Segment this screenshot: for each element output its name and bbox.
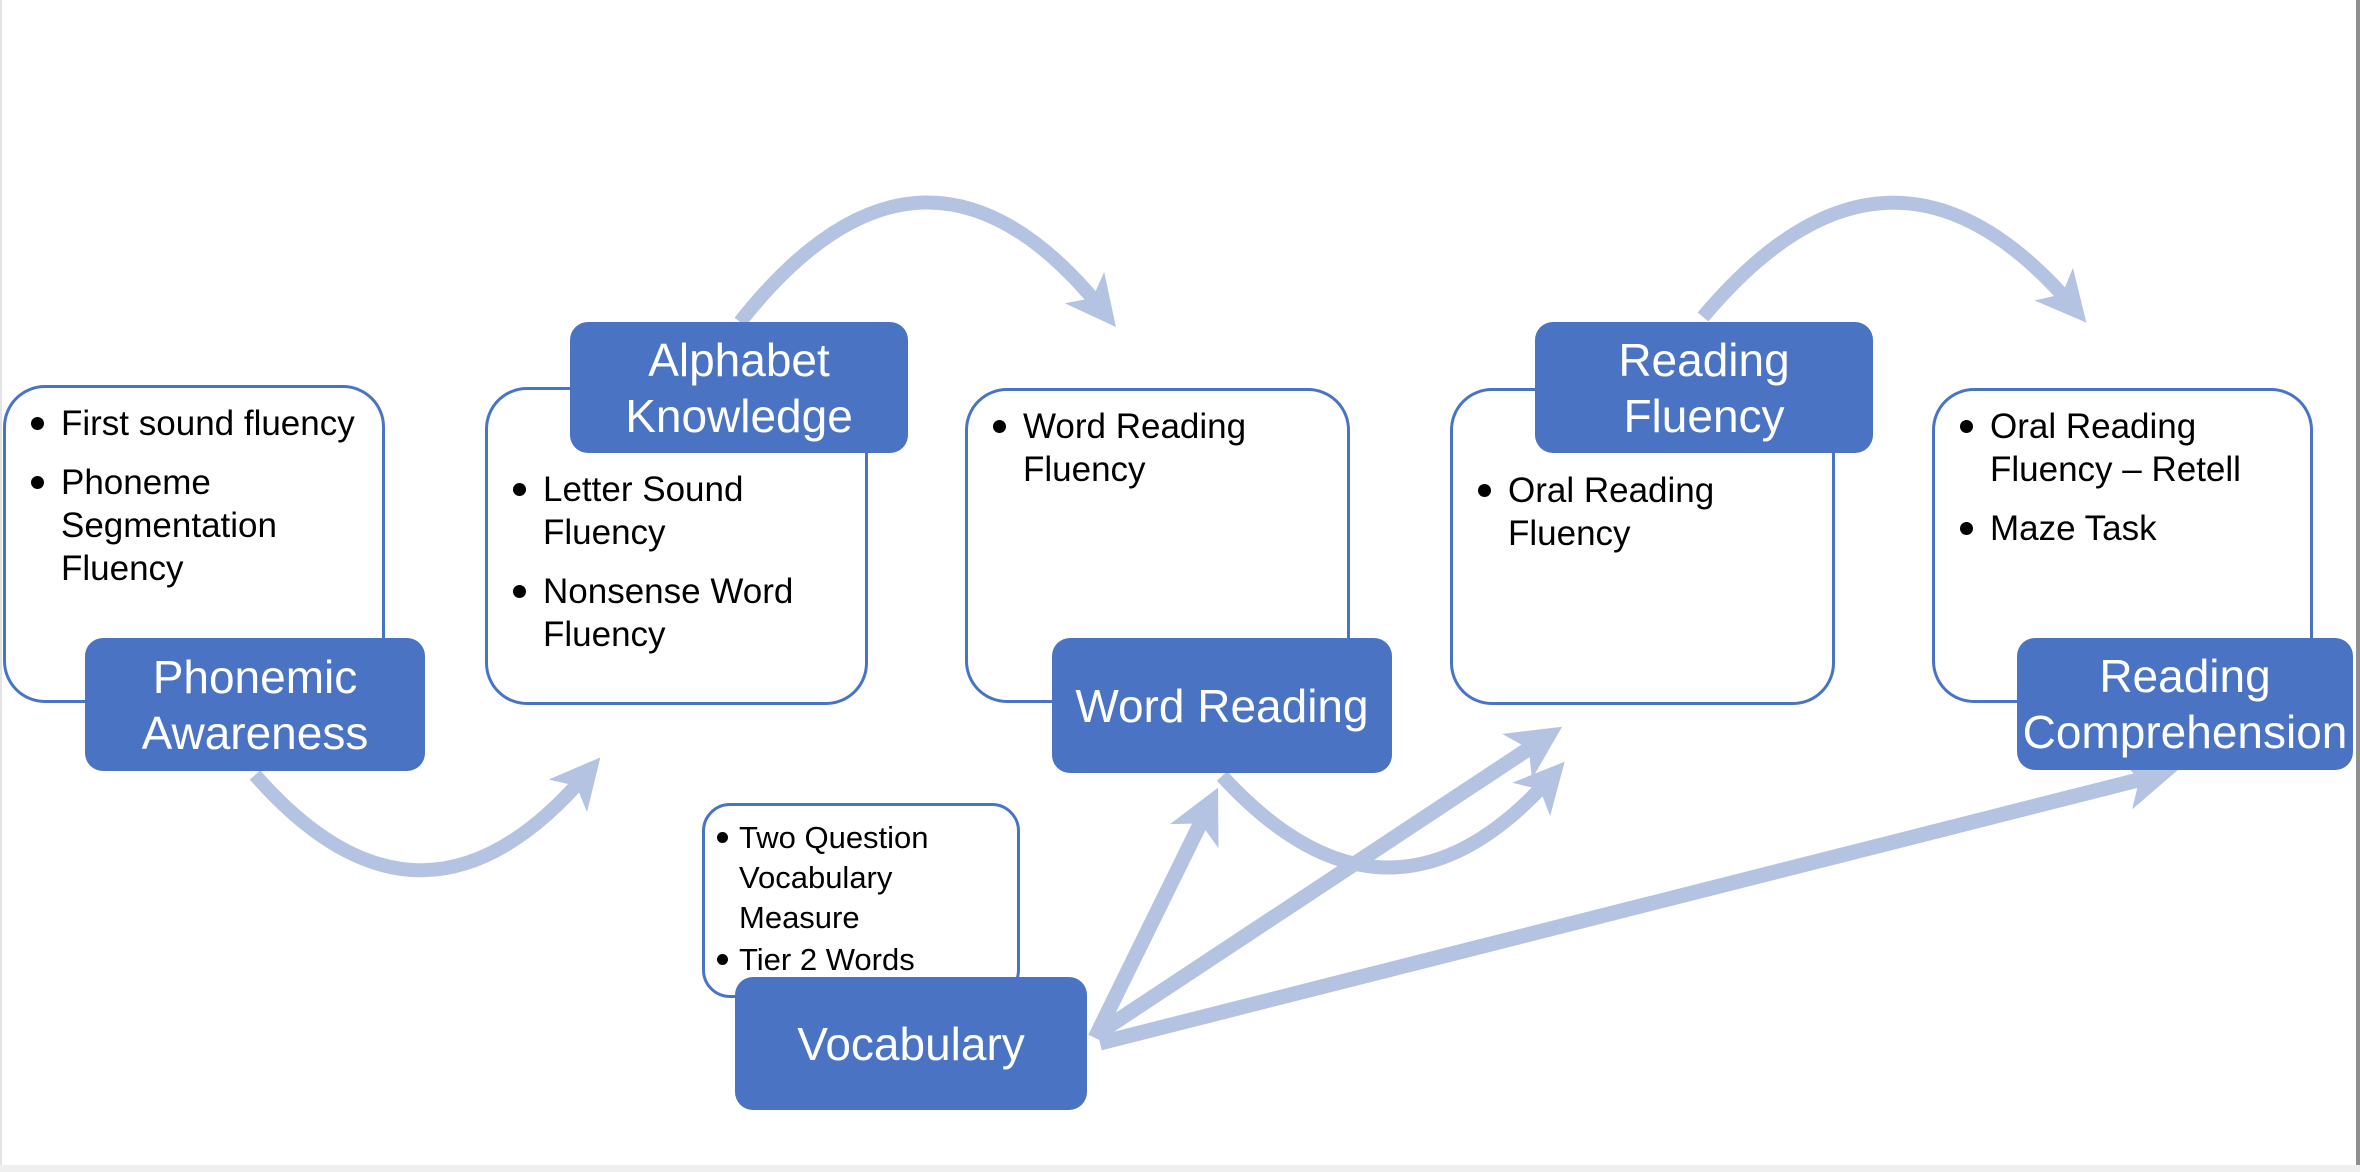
bullet-item: Oral Reading Fluency (1469, 469, 1824, 555)
vocabulary-label: Vocabulary (735, 977, 1087, 1110)
label-text: Alphabet Knowledge (625, 333, 853, 442)
slide-left-border (0, 0, 2, 1172)
slide-bottom-border (0, 1165, 2360, 1172)
bullet-item: Letter Sound Fluency (504, 468, 857, 554)
bullet-list: Two Question Vocabulary Measure Tier 2 W… (705, 806, 1017, 980)
bullet-item: First sound fluency (22, 402, 374, 445)
bullet-text: Nonsense Word Fluency (543, 572, 794, 654)
bullet-list: Letter Sound Fluency Nonsense Word Fluen… (488, 390, 865, 656)
arrow-vocabulary-to-comprehension (1098, 757, 2178, 1051)
bullet-dot-icon (717, 832, 728, 843)
arrow-reading-fluency-to-comprehension (1697, 195, 2087, 323)
slide-right-border (2356, 0, 2360, 1172)
arrow-vocabulary-to-word-reading (1088, 787, 1219, 1042)
bullet-dot-icon (1960, 522, 1973, 535)
bullet-item: Word Reading Fluency (984, 405, 1339, 491)
bullet-text: Letter Sound Fluency (543, 470, 744, 552)
bullet-text: Two Question Vocabulary Measure (739, 820, 929, 935)
bullet-text: Maze Task (1990, 509, 2157, 548)
bullet-item: Maze Task (1951, 507, 2302, 550)
bullet-item: Nonsense Word Fluency (504, 570, 857, 656)
bullet-item: Oral Reading Fluency – Retell (1951, 405, 2302, 491)
label-text: Vocabulary (797, 1017, 1025, 1070)
bullet-text: Oral Reading Fluency – Retell (1990, 407, 2241, 489)
bullet-dot-icon (1478, 484, 1491, 497)
bullet-item: Two Question Vocabulary Measure (715, 818, 1013, 938)
bullet-item: Tier 2 Words (715, 940, 1013, 980)
word-reading-label: Word Reading (1052, 638, 1392, 773)
bullet-list: Oral Reading Fluency – Retell Maze Task (1935, 391, 2310, 550)
bullet-dot-icon (993, 420, 1006, 433)
bullet-list: Word Reading Fluency (968, 391, 1347, 491)
label-text: Reading Fluency (1618, 333, 1790, 442)
vocabulary-box: Two Question Vocabulary Measure Tier 2 W… (702, 803, 1020, 998)
bullet-dot-icon (513, 585, 526, 598)
arrow-alphabet-to-word-reading (734, 195, 1116, 327)
bullet-text: Phoneme Segmentation Fluency (61, 463, 277, 588)
label-text: Reading Comprehension (2022, 650, 2348, 758)
bullet-dot-icon (1960, 420, 1973, 433)
phonemic-awareness-label: Phonemic Awareness (85, 638, 425, 771)
label-text: Word Reading (1075, 679, 1369, 732)
bullet-text: Oral Reading Fluency (1508, 471, 1715, 553)
arrow-vocabulary-to-reading-fluency (1092, 726, 1563, 1041)
bullet-dot-icon (31, 476, 44, 489)
bullet-text: First sound fluency (61, 404, 355, 443)
reading-fluency-label: Reading Fluency (1535, 322, 1873, 453)
bullet-dot-icon (513, 483, 526, 496)
bullet-dot-icon (31, 417, 44, 430)
bullet-text: Word Reading Fluency (1023, 407, 1247, 489)
phonemic-awareness-box: First sound fluency Phoneme Segmentation… (3, 385, 385, 703)
bullet-dot-icon (717, 954, 728, 965)
bullet-text: Tier 2 Words (739, 942, 915, 977)
bullet-item: Phoneme Segmentation Fluency (22, 461, 374, 590)
arrow-word-reading-to-reading-fluency (1216, 761, 1565, 875)
bullet-list: First sound fluency Phoneme Segmentation… (6, 388, 382, 590)
alphabet-knowledge-label: Alphabet Knowledge (570, 322, 908, 453)
label-text: Phonemic Awareness (141, 650, 369, 759)
bullet-list: Oral Reading Fluency (1453, 391, 1832, 555)
arrow-phonemic-to-alphabet (249, 757, 601, 878)
reading-comprehension-label: Reading Comprehension (2017, 638, 2353, 770)
